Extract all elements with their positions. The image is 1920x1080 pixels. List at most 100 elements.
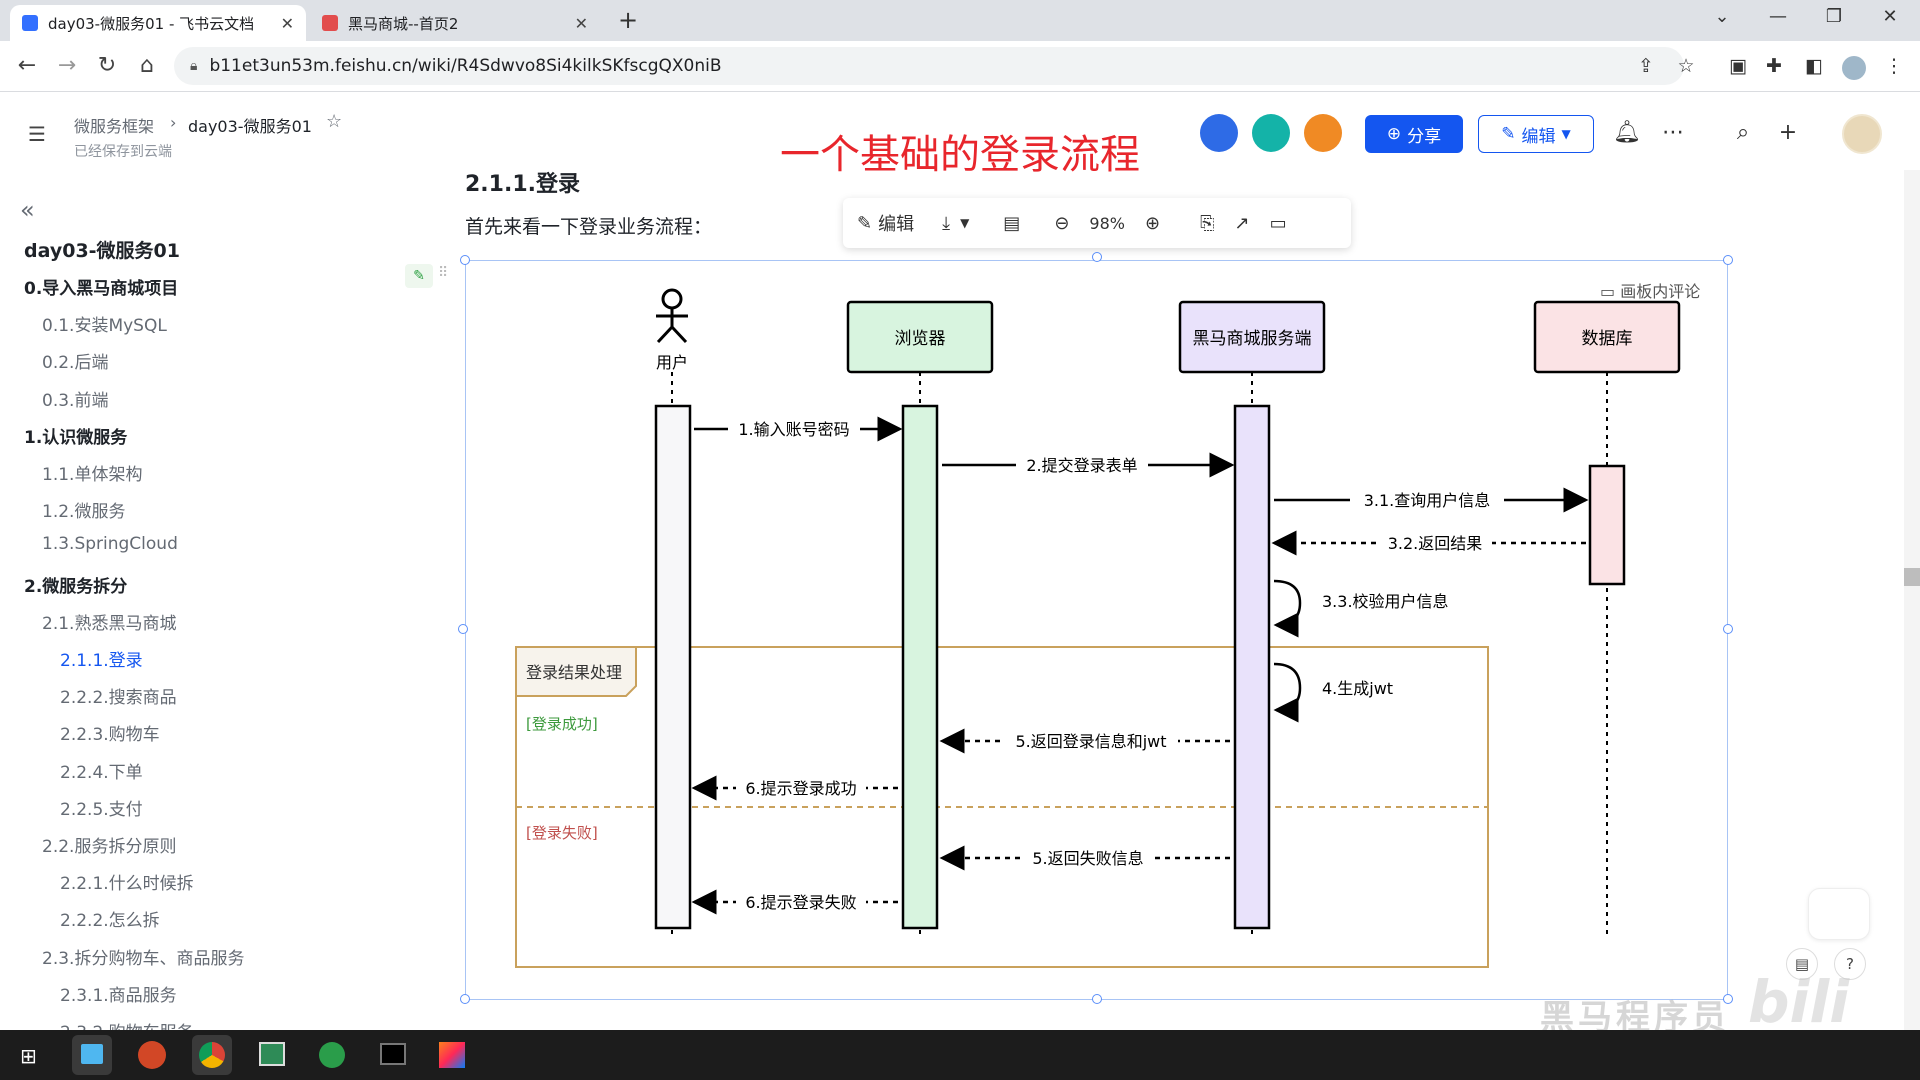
toc-item[interactable]: 0.3.前端: [42, 390, 109, 411]
page-scrollbar[interactable]: [1904, 170, 1920, 1030]
toc-item[interactable]: 2.3.1.商品服务: [60, 985, 177, 1006]
toc-toggle-icon[interactable]: ☰: [28, 122, 46, 146]
toc-item[interactable]: 2.2.1.什么时候拆: [60, 874, 194, 895]
edit-mode-button[interactable]: ✎ 编辑 ▼: [1478, 115, 1594, 153]
board-comment-button[interactable]: ▭ 画板内评论: [1600, 278, 1700, 302]
tv-play-icon[interactable]: [1808, 888, 1870, 940]
image-viewer-icon[interactable]: [252, 1035, 292, 1075]
link-icon[interactable]: ⎘: [1200, 212, 1215, 234]
tab-search-icon[interactable]: ⌄: [1714, 6, 1730, 27]
forward-icon[interactable]: →: [57, 53, 77, 78]
toc-item[interactable]: 2.1.1.登录: [60, 651, 143, 671]
bookmark-star-icon[interactable]: ☆: [1677, 55, 1695, 77]
resize-handle[interactable]: [1723, 624, 1733, 634]
zoom-out-icon[interactable]: ⊖: [1054, 212, 1070, 234]
toc-item[interactable]: 2.微服务拆分: [24, 576, 128, 597]
address-bar[interactable]: 🔒︎ b11et3un53m.feishu.cn/wiki/R4Sdwvo8Si…: [174, 47, 1684, 85]
toc-item[interactable]: 2.2.4.下单: [60, 762, 143, 783]
collapse-sidebar-icon[interactable]: «: [20, 196, 35, 224]
more-icon[interactable]: ⋯: [1662, 120, 1684, 145]
zoom-level: 98%: [1089, 213, 1125, 233]
hbuilder-icon[interactable]: [312, 1035, 352, 1075]
image-edit-label[interactable]: 编辑: [878, 214, 915, 235]
new-tab-icon[interactable]: +: [618, 6, 639, 34]
comment-icon: ▭: [1600, 282, 1616, 301]
toc-item[interactable]: 2.2.5.支付: [60, 799, 143, 820]
close-window-icon[interactable]: ✕: [1882, 6, 1898, 27]
feishu-doc-icon: [22, 15, 38, 31]
file-explorer-icon[interactable]: [72, 1035, 112, 1075]
message-label: 5.返回登录信息和jwt: [1015, 732, 1166, 751]
toc-item[interactable]: 2.2.服务拆分原则: [42, 837, 177, 857]
resize-handle[interactable]: [1723, 994, 1733, 1004]
share-arrow-icon[interactable]: ↗: [1234, 212, 1250, 234]
notification-bell-icon[interactable]: 🔔︎: [1613, 120, 1641, 145]
add-icon[interactable]: +: [1778, 120, 1798, 145]
download-icon[interactable]: ⤓: [942, 212, 951, 234]
note-icon[interactable]: ▤: [1003, 212, 1021, 234]
extension-icon[interactable]: ▣: [1729, 55, 1747, 77]
toc-item[interactable]: 1.认识微服务: [24, 427, 128, 448]
menu-kebab-icon[interactable]: ⋮: [1884, 55, 1904, 77]
collaborator-avatar[interactable]: [1304, 114, 1342, 152]
toc-item[interactable]: 1.1.单体架构: [42, 465, 143, 485]
toc-item[interactable]: 2.3.拆分购物车、商品服务: [42, 948, 245, 969]
resize-handle[interactable]: [460, 994, 470, 1004]
doc-outline-icon[interactable]: ▤: [1786, 948, 1818, 980]
favorite-star-icon[interactable]: ☆: [326, 111, 343, 132]
chrome-icon[interactable]: [192, 1035, 232, 1075]
block-comment-icon[interactable]: ✎: [405, 264, 433, 288]
comment-icon[interactable]: ▭: [1269, 212, 1287, 234]
profile-avatar[interactable]: [1842, 56, 1866, 80]
intellij-icon[interactable]: [432, 1035, 472, 1075]
toc-item[interactable]: 0.导入黑马商城项目: [24, 279, 179, 299]
resize-handle[interactable]: [458, 624, 468, 634]
resize-handle[interactable]: [460, 255, 470, 265]
restore-icon[interactable]: ❐: [1825, 6, 1843, 27]
terminal-icon[interactable]: [372, 1035, 412, 1075]
toc-item[interactable]: 1.3.SpringCloud: [42, 534, 178, 555]
toc-item[interactable]: 2.1.熟悉黑马商城: [42, 613, 177, 634]
pencil-icon[interactable]: ✎: [857, 212, 873, 234]
resize-handle[interactable]: [1092, 252, 1102, 262]
toc-item[interactable]: 2.2.2.搜索商品: [60, 688, 177, 709]
message-label: 1.输入账号密码: [738, 420, 849, 439]
participant-browser-box: [846, 300, 994, 374]
windows-start-icon[interactable]: ⊞: [20, 1044, 37, 1068]
sidepanel-icon[interactable]: ◧: [1805, 55, 1823, 77]
reload-icon[interactable]: ↻: [97, 53, 117, 78]
toc-item[interactable]: 1.2.微服务: [42, 502, 126, 523]
help-icon[interactable]: ?: [1834, 948, 1866, 980]
scrollbar-thumb[interactable]: [1904, 568, 1920, 586]
toc-item[interactable]: 2.2.2.怎么拆: [60, 911, 160, 932]
chevron-down-icon[interactable]: ▼: [960, 216, 970, 230]
resize-handle[interactable]: [1092, 994, 1102, 1004]
back-icon[interactable]: ←: [17, 53, 37, 78]
breadcrumb-current[interactable]: day03-微服务01: [188, 117, 312, 136]
toc-item[interactable]: 0.2.后端: [42, 353, 109, 374]
toc-item[interactable]: 0.1.安装MySQL: [42, 316, 167, 337]
close-tab-icon[interactable]: ✕: [574, 13, 588, 33]
toc-doc-title[interactable]: day03-微服务01: [24, 240, 180, 262]
share-button[interactable]: ⊕ 分享: [1365, 115, 1463, 153]
collaborator-avatar[interactable]: [1200, 114, 1238, 152]
minimize-icon[interactable]: —: [1769, 6, 1787, 27]
toc-item[interactable]: 2.2.3.购物车: [60, 725, 160, 746]
powerpoint-icon[interactable]: [132, 1035, 172, 1075]
browser-tab[interactable]: 黑马商城--首页2 ✕: [310, 5, 600, 41]
share-page-icon[interactable]: ⇪: [1638, 55, 1654, 77]
collaborator-avatar[interactable]: [1252, 114, 1290, 152]
search-icon[interactable]: ⌕: [1736, 120, 1750, 145]
resize-handle[interactable]: [1723, 255, 1733, 265]
doc-header: [0, 92, 1920, 170]
drag-handle-icon[interactable]: ⠿: [438, 265, 449, 281]
close-tab-icon[interactable]: ✕: [280, 13, 294, 33]
intro-paragraph: 首先来看一下登录业务流程：: [465, 216, 713, 238]
message-label: 3.2.返回结果: [1388, 534, 1483, 553]
puzzle-icon[interactable]: ✚: [1766, 55, 1782, 77]
user-avatar[interactable]: [1842, 114, 1882, 154]
browser-tab-active[interactable]: day03-微服务01 - 飞书云文档 ✕: [10, 5, 306, 41]
breadcrumb-parent[interactable]: 微服务框架: [74, 117, 155, 136]
home-icon[interactable]: ⌂: [140, 53, 154, 78]
zoom-in-icon[interactable]: ⊕: [1144, 212, 1161, 234]
